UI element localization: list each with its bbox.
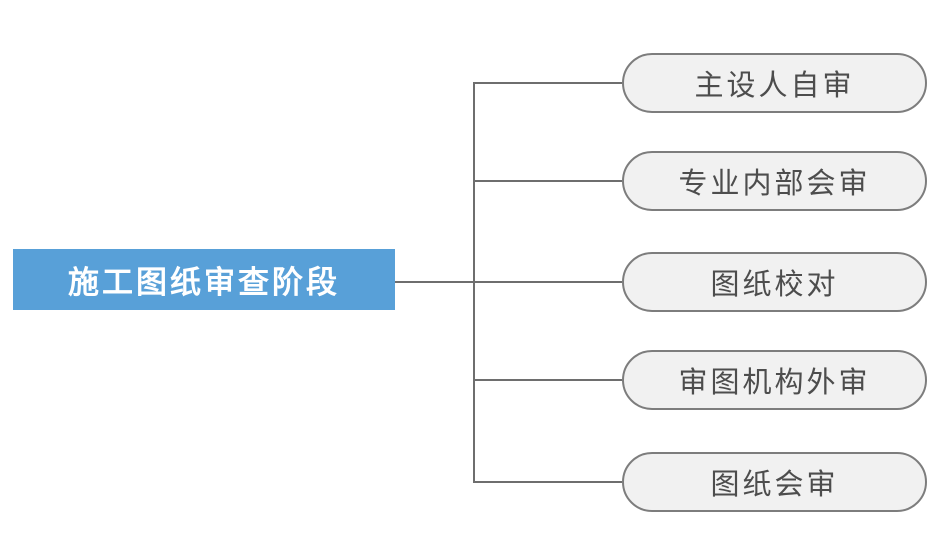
node-label: 专业内部会审 [678,168,871,200]
node-chief-designer-self-review: 主设人自审 [622,53,927,113]
node-label: 图纸校对 [710,269,839,301]
node-drawing-joint-review: 图纸会审 [622,452,927,512]
node-drawing-proofreading: 图纸校对 [622,252,927,312]
root-node-construction-drawing-review-stage: 施工图纸审查阶段 [13,249,395,310]
node-internal-discipline-joint-review: 专业内部会审 [622,151,927,211]
node-label: 主设人自审 [694,70,855,102]
node-review-agency-external-review: 审图机构外审 [622,350,927,410]
node-label: 图纸会审 [710,469,839,501]
node-label: 审图机构外审 [678,367,871,399]
root-node-label: 施工图纸审查阶段 [68,265,340,300]
